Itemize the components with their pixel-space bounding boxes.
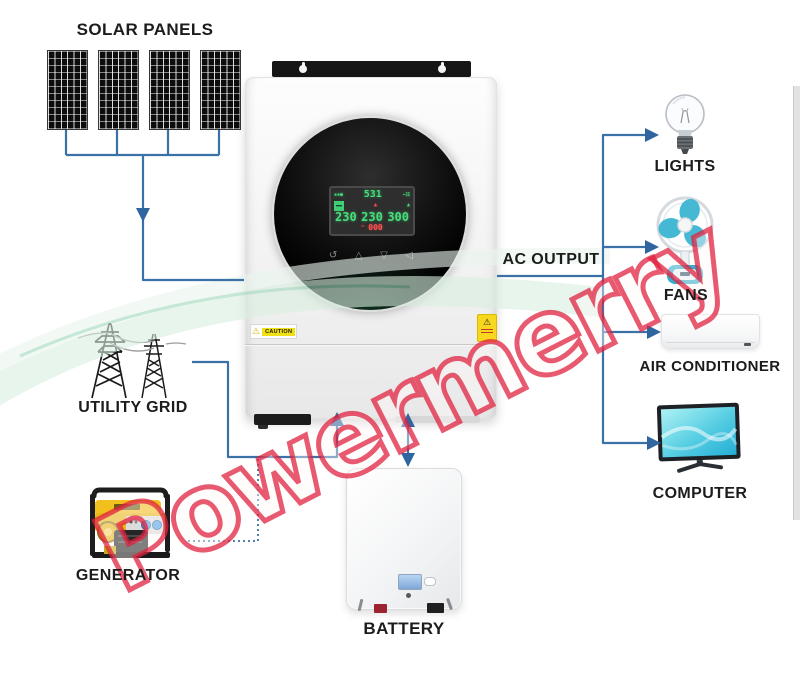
inverter-vent [395,416,480,423]
transmission-tower-icon [78,323,186,399]
caution-sticker: ⚠ CAUTION [250,324,297,339]
inverter-display-panel: ▪▪● 531 ⌁☷ ▬▬ ▲ ▲ 230 230 300 ▭ 000 [272,116,468,312]
lcd-mode-block: ▬▬ [334,200,345,211]
solar-panel-icon [98,50,139,130]
lcd-value: 230 [335,210,357,225]
touch-buttons: ↺ △ ▽ ◁ [329,250,413,261]
air-conditioner-label: AIR CONDITIONER [639,358,781,375]
solar-panel-icon [200,50,241,130]
lights-label: LIGHTS [654,158,716,175]
inverter-device: ▪▪● 531 ⌁☷ ▬▬ ▲ ▲ 230 230 300 ▭ 000 [245,77,497,429]
utility-grid-label: UTILITY GRID [78,399,188,416]
lcd-flow-icon: ▲ [406,202,410,209]
computer-label: COMPUTER [652,485,748,502]
lcd-value: 300 [387,210,409,225]
battery-label: BATTERY [363,619,445,638]
inverter-lcd-screen: ▪▪● 531 ⌁☷ ▬▬ ▲ ▲ 230 230 300 ▭ 000 [329,186,415,236]
ac-output-label: AC OUTPUT [502,251,600,268]
high-voltage-sticker: ⚠ [477,314,497,342]
battery-port [424,577,436,586]
enter-button: ◁ [405,250,413,261]
panel-seam [245,344,497,345]
caution-text: CAUTION [262,327,296,336]
fans-label: FANS [663,287,709,304]
battery-terminal-positive [374,604,387,613]
keyhole-slot-icon [299,62,307,73]
battery-button [406,593,411,598]
bulb-icon [665,94,705,154]
escape-button: ↺ [329,250,338,261]
lcd-grid-icon: ⌁☷ [402,191,411,198]
solar-panels-label: SOLAR PANELS [76,20,214,39]
warning-triangle-icon: ⚠ [482,317,492,327]
lcd-battery-icon: ▭ [361,222,365,229]
loads-trunk-line [601,133,648,445]
lcd-top-value: 531 [363,189,382,200]
lcd-value: 230 [361,210,383,225]
up-button: △ [354,250,363,261]
mounting-bracket [272,61,471,77]
solar-panel-icon [47,50,88,130]
battery-terminal-negative [427,603,444,613]
photo-edge-strip [793,86,800,520]
lcd-warning-icon: ▲ [374,202,378,209]
loads-branch-line [603,245,648,334]
battery-lcd [398,574,422,590]
solar-panel-icon [149,50,190,130]
warning-triangle-icon: ⚠ [252,326,261,336]
fan-icon [656,196,714,284]
generator-label: GENERATOR [75,567,181,584]
generator-line [188,459,259,542]
inverter-port [254,414,311,429]
air-conditioner-icon [661,314,760,349]
generator-icon [90,487,170,558]
lcd-pv-icon: ▪▪● [334,191,344,198]
keyhole-slot-icon [438,62,446,73]
monitor-icon [656,402,741,473]
down-button: ▽ [380,250,388,261]
battery-icon [346,468,462,613]
solar-line [64,130,244,282]
lcd-bottom-value: 000 [368,222,383,232]
